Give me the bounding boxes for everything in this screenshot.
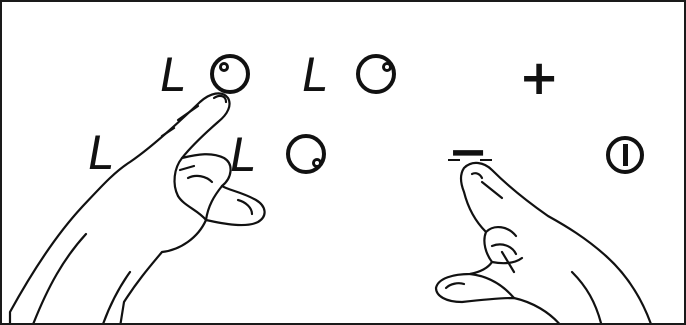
left-pointing-hand-icon — [10, 93, 265, 325]
right-pointing-hand-icon — [436, 163, 652, 325]
